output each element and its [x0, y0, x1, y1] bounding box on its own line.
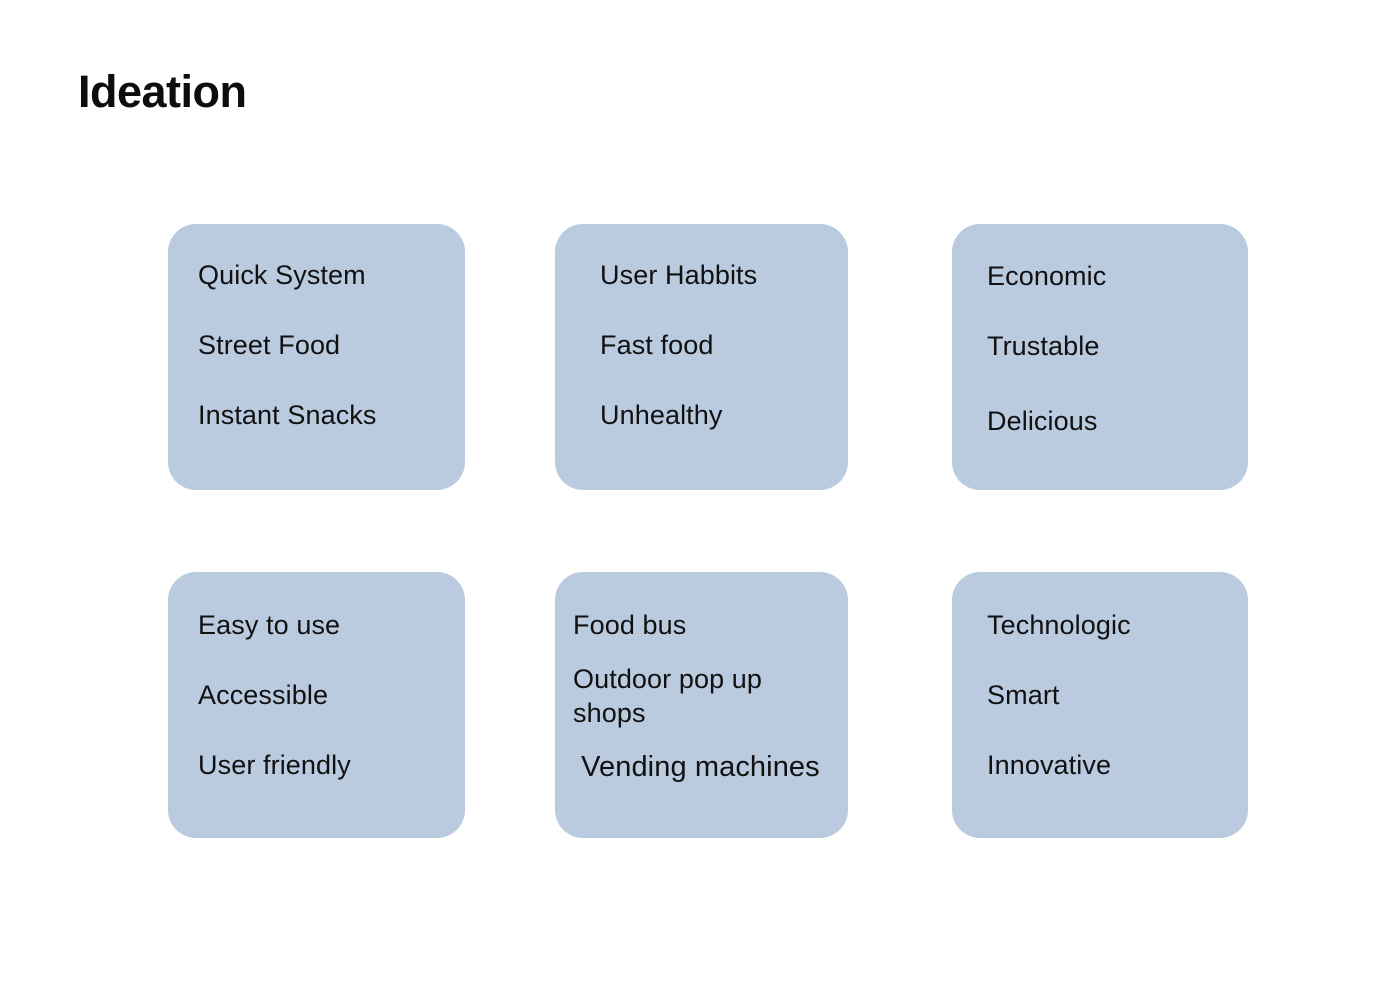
card-item: Innovative: [987, 750, 1112, 780]
card-item: Technologic: [987, 610, 1131, 640]
card-item: Outdoor pop up shops: [573, 664, 770, 728]
ideation-card-technologic[interactable]: Technologic Smart Innovative: [952, 572, 1248, 838]
card-item: Vending machines: [573, 751, 820, 783]
card-item: User friendly: [198, 750, 351, 780]
card-item-list: Technologic Smart Innovative: [952, 572, 1248, 838]
card-item-list: Quick System Street Food Instant Snacks: [168, 224, 465, 490]
card-item: Food bus: [573, 610, 687, 640]
card-item: Economic: [987, 261, 1107, 291]
ideation-card-quick-system[interactable]: Quick System Street Food Instant Snacks: [168, 224, 465, 490]
card-item: Smart: [987, 680, 1060, 710]
card-item: Trustable: [987, 331, 1100, 361]
card-item: Street Food: [198, 330, 341, 360]
card-item: User Habbits: [600, 260, 758, 290]
card-item: Easy to use: [198, 610, 341, 640]
card-item: Quick System: [198, 260, 366, 290]
ideation-card-economic[interactable]: Economic Trustable Delicious: [952, 224, 1248, 490]
card-item: Unhealthy: [600, 400, 723, 430]
card-item-list: Food bus Outdoor pop up shops Vending ma…: [555, 572, 848, 838]
card-item: Accessible: [198, 680, 329, 710]
card-item-list: Easy to use Accessible User friendly: [168, 572, 465, 838]
card-item-list: User Habbits Fast food Unhealthy: [555, 224, 848, 490]
ideation-card-easy-to-use[interactable]: Easy to use Accessible User friendly: [168, 572, 465, 838]
card-item: Fast food: [600, 330, 714, 360]
card-item-list: Economic Trustable Delicious: [952, 224, 1248, 490]
card-item: Delicious: [987, 406, 1098, 436]
ideation-card-food-bus[interactable]: Food bus Outdoor pop up shops Vending ma…: [555, 572, 848, 838]
page-title: Ideation: [78, 66, 247, 117]
card-item: Instant Snacks: [198, 400, 377, 430]
ideation-card-user-habits[interactable]: User Habbits Fast food Unhealthy: [555, 224, 848, 490]
